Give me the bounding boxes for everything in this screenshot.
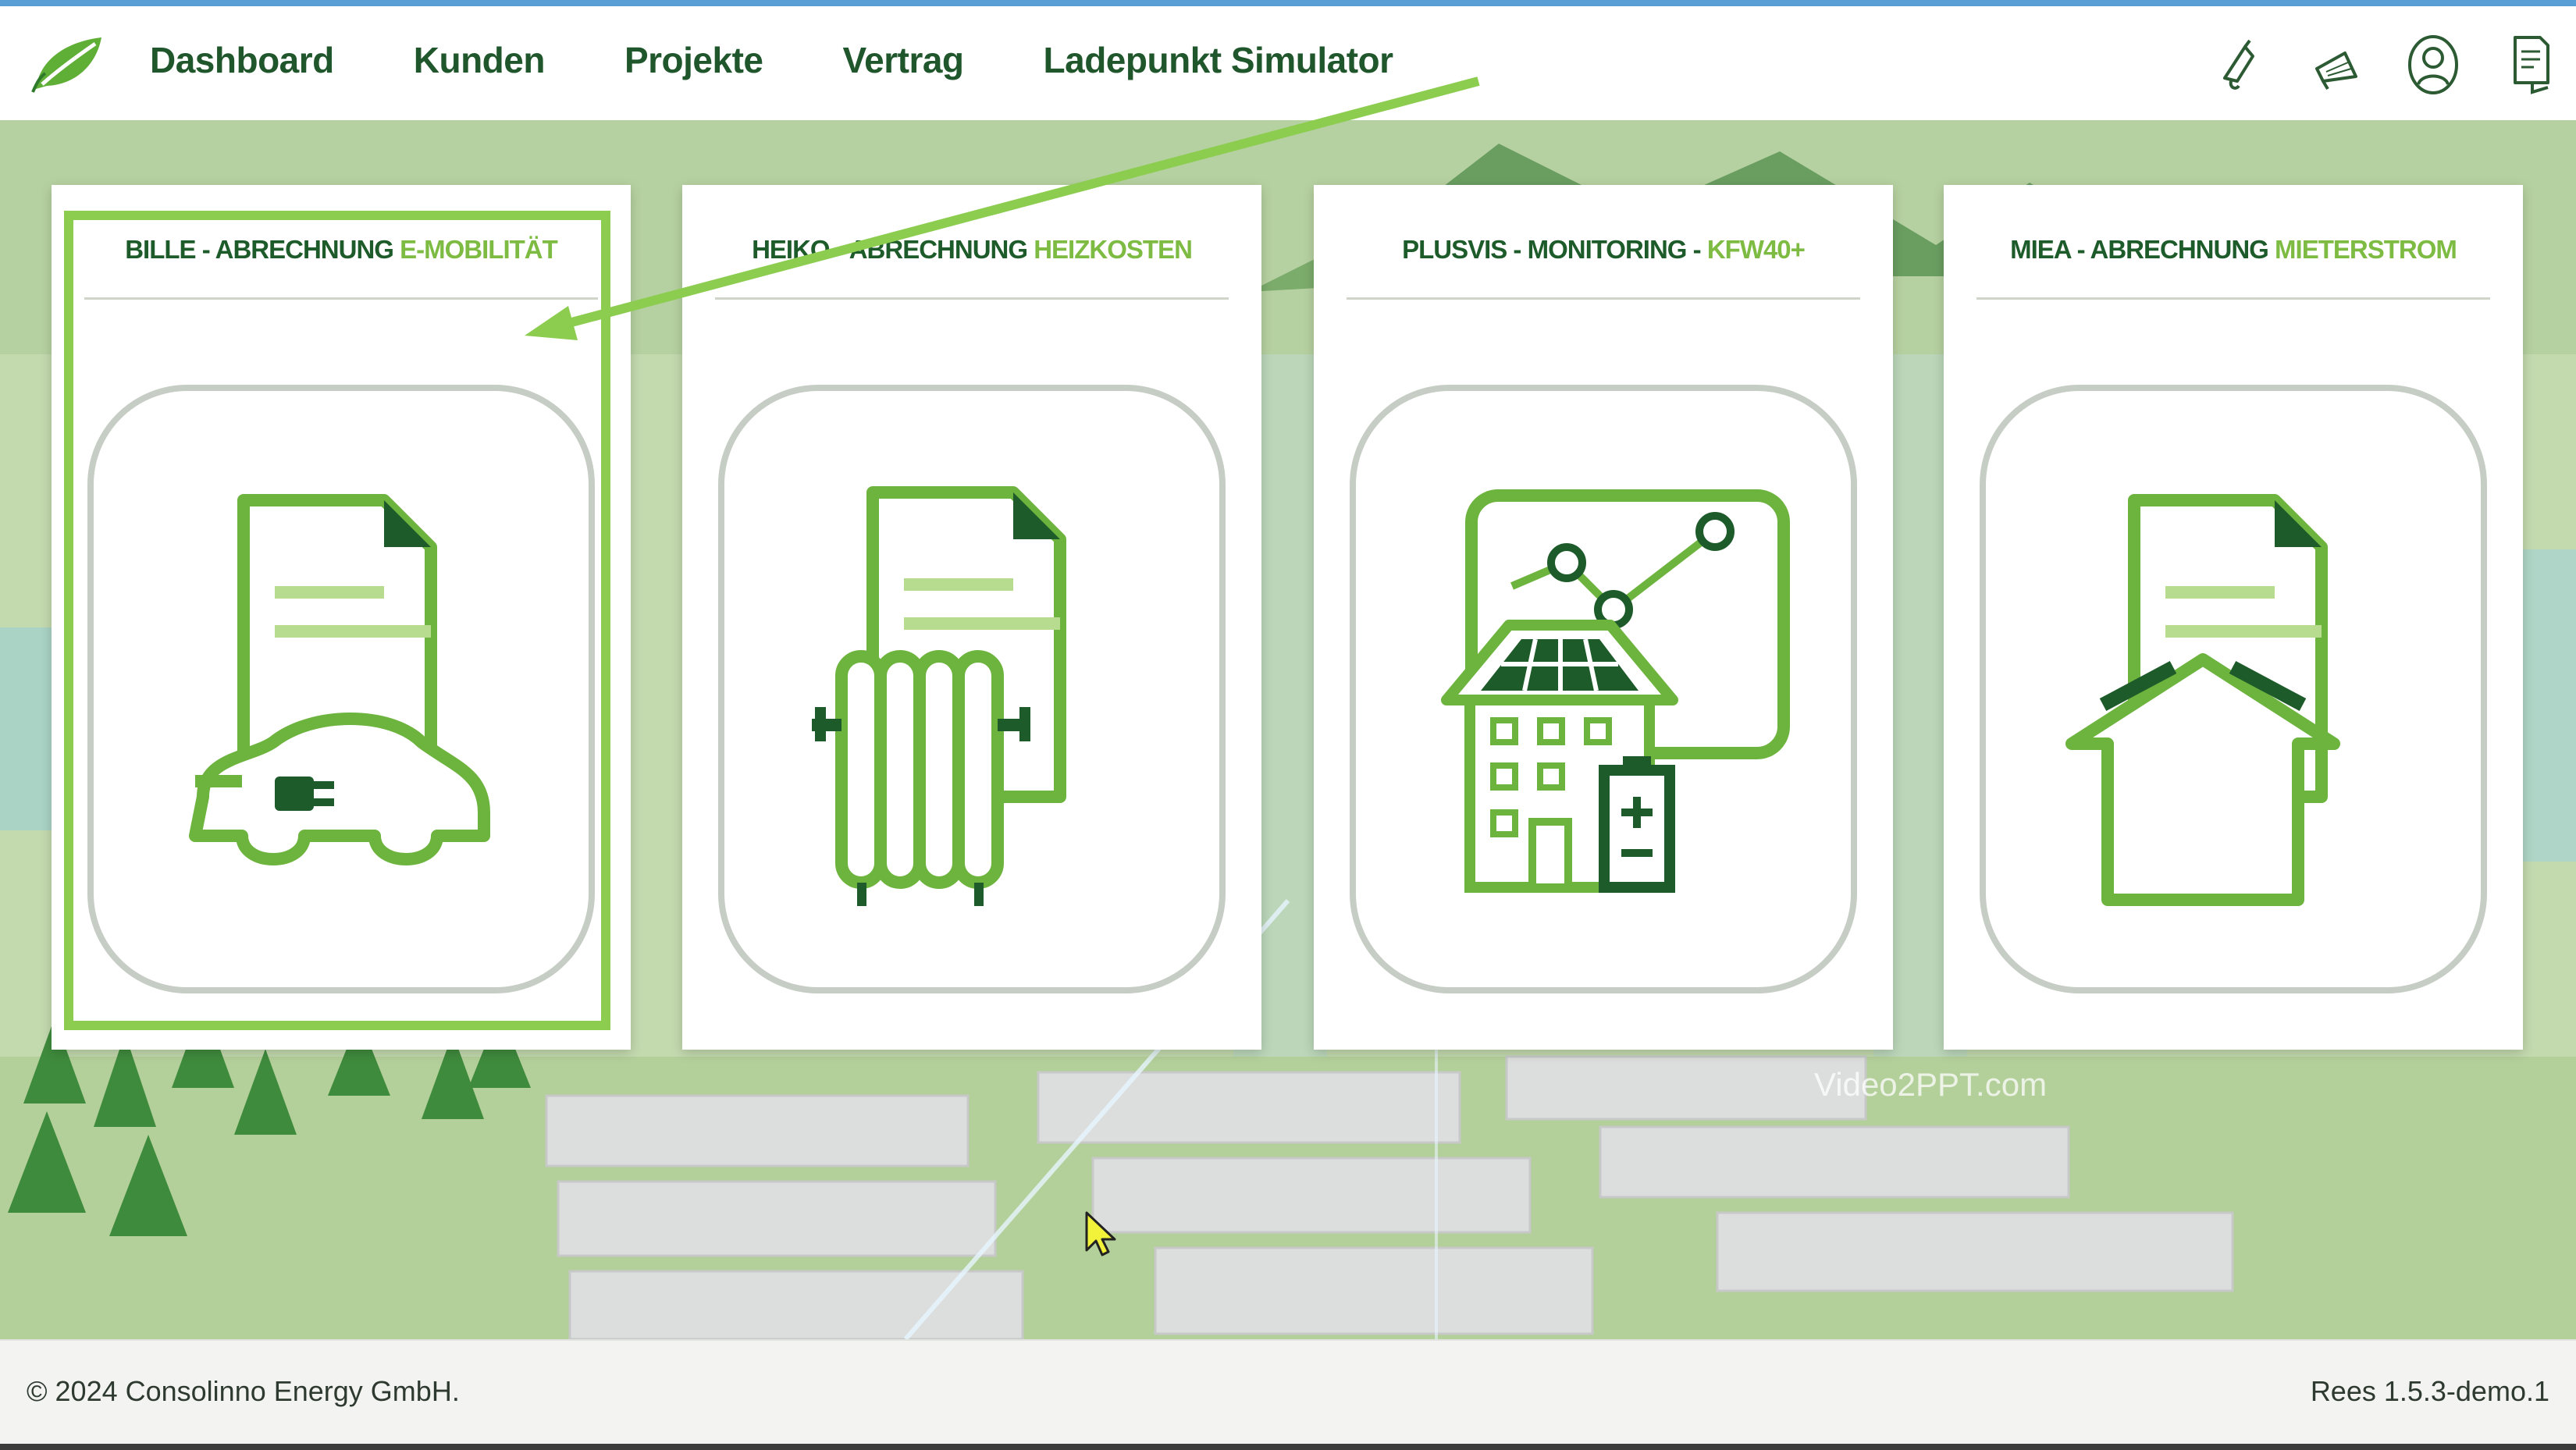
consolinno-logo[interactable] — [31, 34, 106, 94]
card-divider — [84, 297, 598, 300]
card-icon-frame — [1350, 385, 1857, 993]
card-icon-frame — [1980, 385, 2487, 993]
house-invoice-icon — [2065, 494, 2340, 906]
top-accent-line — [0, 0, 2576, 6]
mouse-cursor-icon — [1085, 1211, 1116, 1256]
solar-house-monitoring-icon — [1441, 489, 1790, 893]
user-icon[interactable] — [2407, 33, 2459, 97]
card-icon-frame — [87, 385, 595, 993]
card-title: HEIKO - ABRECHNUNG HEIZKOSTEN — [752, 235, 1193, 264]
card-miea-mieterstrom[interactable]: MIEA - ABRECHNUNG MIETERSTROM — [1944, 185, 2523, 1050]
header-actions — [2214, 33, 2556, 97]
top-navigation-bar: Dashboard Kunden Projekte Vertrag Ladepu… — [0, 6, 2576, 120]
nav-projekte[interactable]: Projekte — [624, 40, 763, 80]
e-car-invoice-icon — [189, 494, 490, 865]
nav-kunden[interactable]: Kunden — [413, 40, 546, 80]
card-title: BILLE - ABRECHNUNG E-MOBILITÄT — [125, 235, 558, 264]
card-divider — [1347, 297, 1860, 300]
card-icon-frame — [718, 385, 1226, 993]
radiator-invoice-icon — [812, 486, 1066, 906]
bell-icon[interactable] — [2214, 33, 2265, 97]
card-divider — [1976, 297, 2490, 300]
megaphone-icon[interactable] — [2311, 33, 2362, 97]
card-bille-e-mobilitaet[interactable]: BILLE - ABRECHNUNG E-MOBILITÄT — [52, 185, 631, 1050]
main-nav: Dashboard Kunden Projekte Vertrag Ladepu… — [150, 39, 1393, 81]
card-title: MIEA - ABRECHNUNG MIETERSTROM — [2010, 235, 2457, 264]
card-title: PLUSVIS - MONITORING - KFW40+ — [1402, 235, 1806, 264]
footer-version: Rees 1.5.3-demo.1 — [2310, 1375, 2549, 1407]
nav-dashboard[interactable]: Dashboard — [150, 40, 334, 80]
card-heiko-heizkosten[interactable]: HEIKO - ABRECHNUNG HEIZKOSTEN — [682, 185, 1261, 1050]
footer-bottom-bar — [0, 1444, 2576, 1450]
nav-vertrag[interactable]: Vertrag — [842, 40, 965, 80]
footer-copyright: © 2024 Consolinno Energy GmbH. — [27, 1375, 460, 1407]
card-divider — [715, 297, 1229, 300]
document-icon[interactable] — [2504, 33, 2556, 97]
footer: © 2024 Consolinno Energy GmbH. Rees 1.5.… — [0, 1339, 2576, 1450]
watermark: Video2PPT.com — [1814, 1066, 2048, 1103]
nav-ladepunkt-simulator[interactable]: Ladepunkt Simulator — [1043, 40, 1393, 80]
card-plusvis-monitoring[interactable]: PLUSVIS - MONITORING - KFW40+ — [1314, 185, 1893, 1050]
